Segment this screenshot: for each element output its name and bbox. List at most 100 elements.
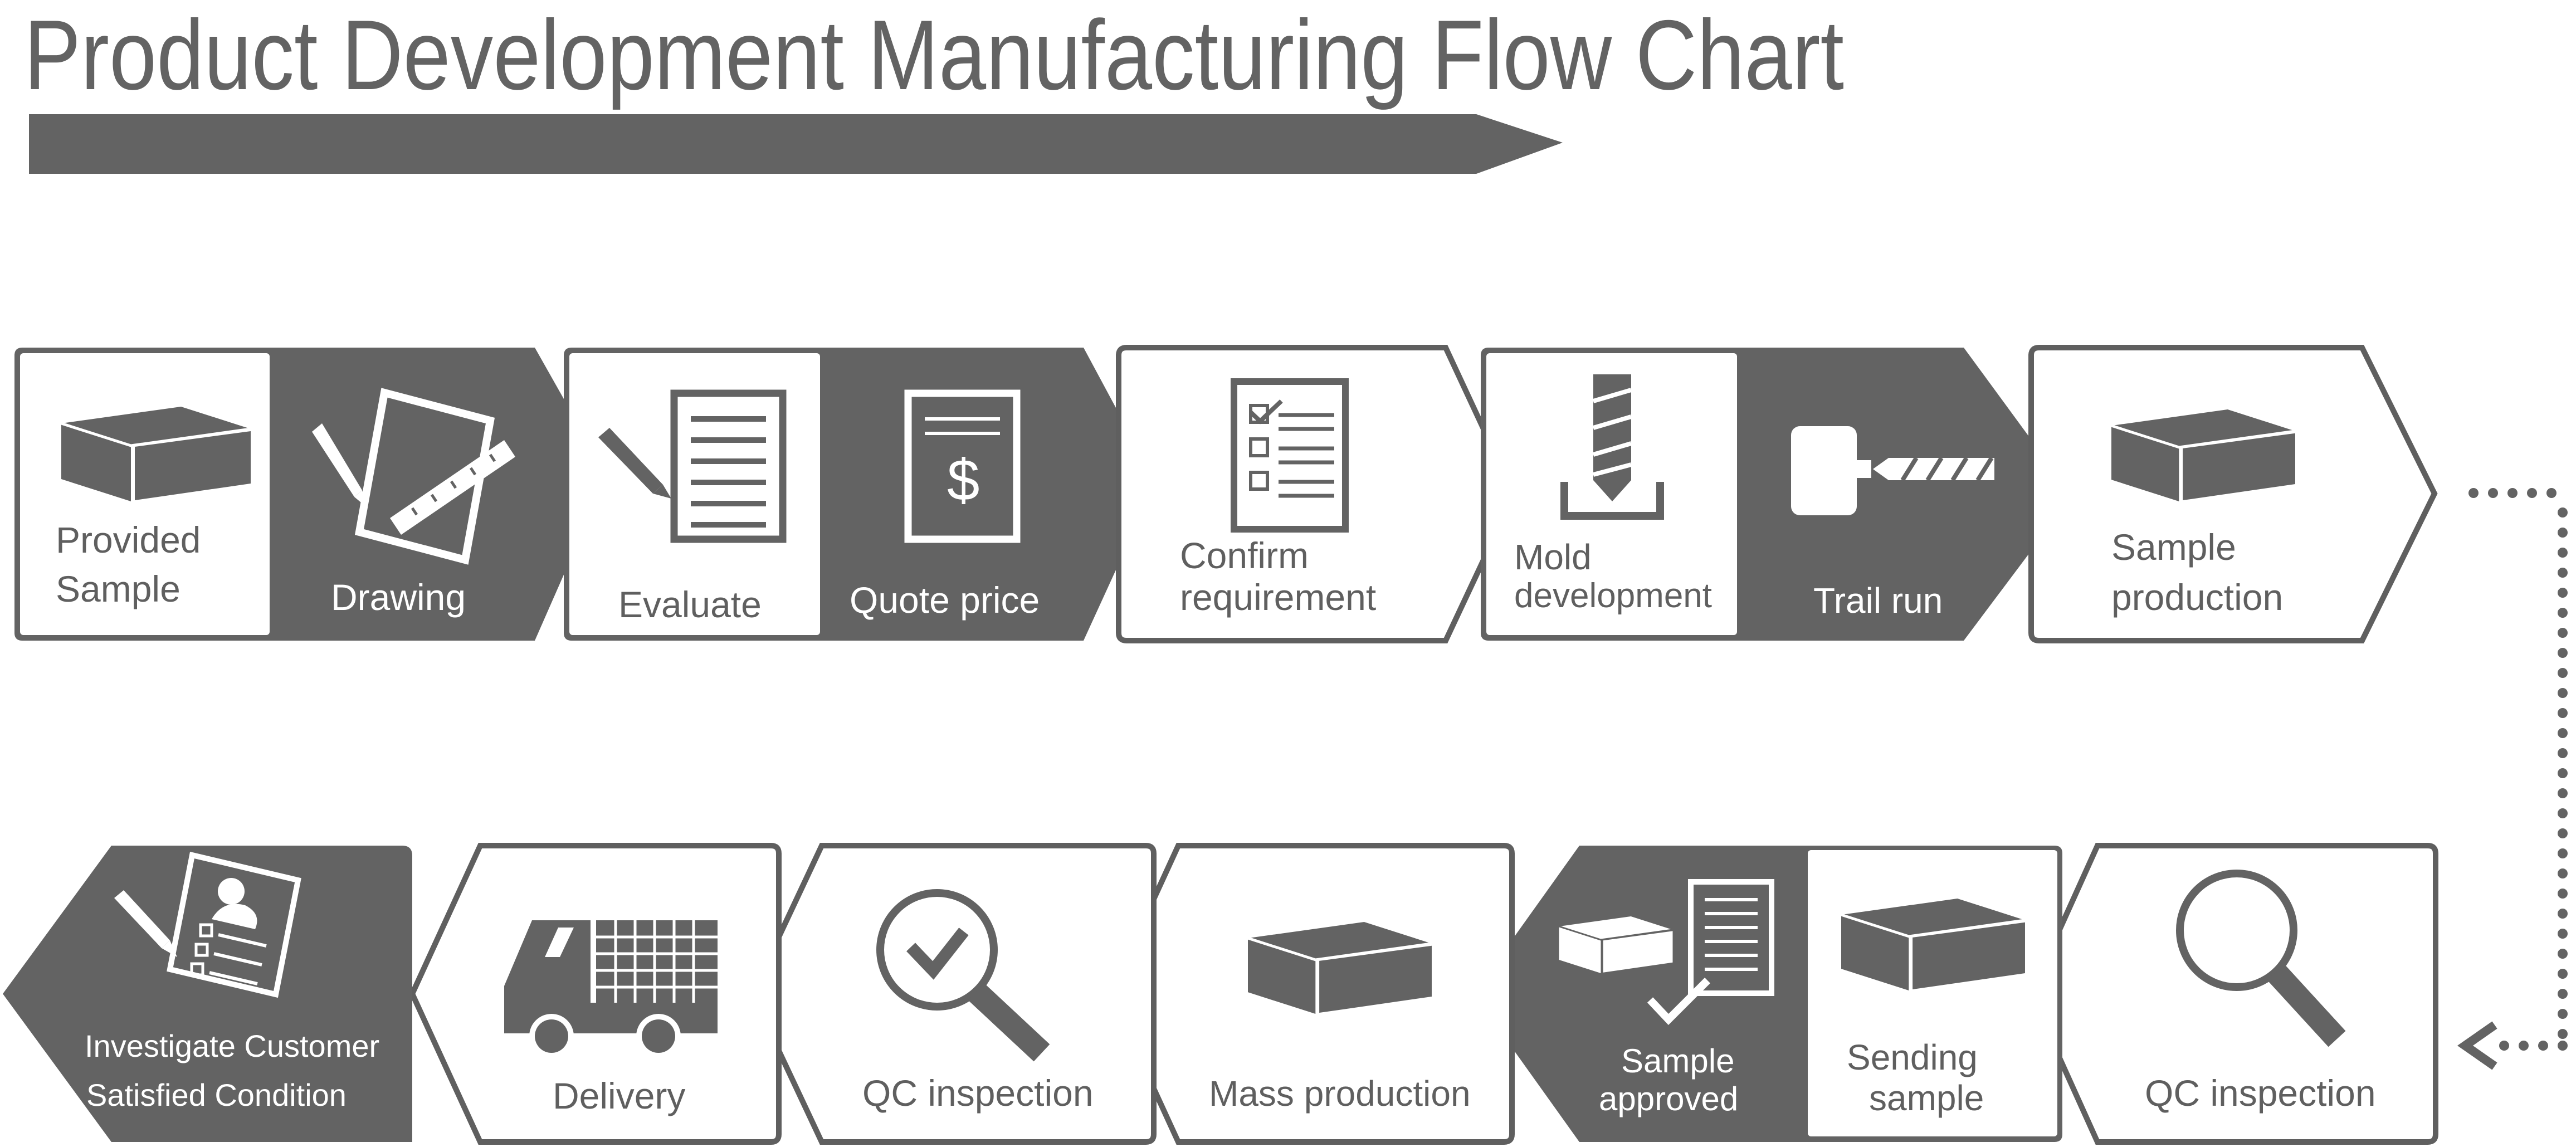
cell-label: development [1514, 577, 1712, 615]
connector-dot [2488, 488, 2498, 498]
connector-dot [2527, 488, 2537, 498]
connector-dot [2558, 548, 2568, 558]
cell-label: Confirm [1180, 535, 1309, 576]
connector-dot [2558, 989, 2568, 999]
drawing-ruler-icon [312, 388, 515, 565]
cell-qc-inspection: QC inspection [2145, 870, 2376, 1114]
cell-label: QC inspection [862, 1072, 1094, 1114]
cell-mold-development: Mold development [1514, 374, 1712, 615]
row2-block-sample-approved: Sample approved Sending sample [1474, 846, 2062, 1142]
box-icon [2111, 409, 2295, 501]
row2-block-qc-inspection-1: QC inspection [2027, 843, 2438, 1145]
truck-icon [504, 920, 718, 1058]
screw-mold-icon [1560, 374, 1664, 520]
cell-label: Trail run [1813, 580, 1943, 621]
connector-dot [2558, 568, 2568, 578]
connector-dot [2558, 889, 2568, 899]
page-title: Product Development Manufacturing Flow C… [24, 0, 1844, 110]
cell-label: approved [1599, 1080, 1738, 1117]
connector-dot [2558, 608, 2568, 618]
checklist-icon [1231, 378, 1349, 533]
cell-sample-production: Sample production [2111, 409, 2295, 618]
connector-dot [2558, 768, 2568, 778]
pencil-document-icon [598, 389, 787, 543]
row1-block-4: Mold development Trail run [1481, 348, 2072, 641]
cell-label: sample [1869, 1078, 1984, 1118]
box-icon [61, 407, 251, 501]
box-icon [1248, 922, 1432, 1014]
connector-dot [2558, 1029, 2568, 1039]
cell-quote-price: $ Quote price [850, 389, 1040, 621]
cell-evaluate: Evaluate [598, 389, 787, 625]
connector-dot [2558, 868, 2568, 878]
magnifier-icon [2176, 870, 2346, 1047]
row2-block-delivery: Delivery [409, 843, 782, 1145]
connector-dot [2558, 748, 2568, 758]
cell-sending-sample: Sending sample [1841, 899, 2025, 1118]
connector-dot [2558, 588, 2568, 598]
connector-dot [2558, 828, 2568, 838]
title-arrow [29, 114, 1563, 174]
connector-dot [2558, 929, 2568, 939]
connector-dot [2558, 788, 2568, 798]
cell-label: Sample [1621, 1042, 1734, 1080]
connector-dot [2558, 507, 2568, 518]
cell-label: Sample [2111, 526, 2236, 568]
connector-dot [2468, 488, 2479, 498]
cell-drawing: Drawing [312, 388, 515, 618]
dollar-sign: $ [947, 448, 979, 513]
connector-dot [2558, 808, 2568, 818]
connector-dot [2499, 1041, 2509, 1051]
connector-dot [2558, 728, 2568, 738]
connector-dot [2558, 648, 2568, 658]
dollar-document-icon: $ [904, 389, 1021, 543]
cell-mass-production: Mass production [1209, 922, 1471, 1114]
box-approved-document-icon [1559, 879, 1774, 1026]
connector-dot [2507, 488, 2518, 498]
cell-label: Quote price [850, 579, 1040, 621]
magnifier-check-icon [876, 889, 1050, 1062]
cell-delivery: Delivery [504, 920, 718, 1116]
cell-label: Evaluate [618, 584, 762, 625]
connector-dot [2558, 628, 2568, 638]
connector-dot [2558, 1041, 2568, 1051]
row1-block-3: Confirm requirement [1116, 345, 1518, 643]
cell-label: Sample [56, 568, 180, 609]
cell-label: QC inspection [2145, 1072, 2376, 1114]
row2-block-mass-production: Mass production [1107, 843, 1515, 1145]
cell-label: Satisfied Condition [86, 1077, 347, 1112]
row1-block-1: Provided Sample Drawing [14, 348, 607, 641]
cell-trail-run: Trail run [1791, 426, 1994, 621]
connector-dot [2558, 848, 2568, 858]
connector-dot [2558, 708, 2568, 718]
cell-label: Mold [1514, 537, 1592, 577]
cell-label: Delivery [553, 1075, 685, 1116]
cell-label: Investigate Customer [85, 1028, 379, 1063]
row2-block-qc-inspection-2: QC inspection [749, 843, 1157, 1145]
row1-block-2: Evaluate $ Quote price [564, 348, 1156, 641]
connector-dot [2519, 1041, 2529, 1051]
cell-label: Provided [56, 519, 201, 560]
cell-label: requirement [1180, 577, 1376, 618]
cell-label: Sending [1847, 1037, 1978, 1077]
survey-form-icon [114, 851, 301, 998]
connector-dot [2558, 949, 2568, 959]
row1-block-5: Sample production [2028, 345, 2438, 643]
cell-label: Drawing [331, 577, 466, 618]
cell-investigate-customer: Investigate Customer Satisfied Condition [85, 851, 379, 1112]
cell-provided-sample: Provided Sample [56, 407, 251, 609]
connector-dot [2558, 688, 2568, 698]
connector-dot [2558, 528, 2568, 538]
box-icon [1841, 899, 2025, 990]
connector-dot [2558, 1009, 2568, 1019]
cell-label: production [2111, 577, 2283, 618]
row2-block-investigate: Investigate Customer Satisfied Condition [3, 846, 412, 1142]
connector-arrowhead [2457, 1021, 2497, 1070]
trial-screw-icon [1791, 426, 1994, 515]
cell-sample-approved: Sample approved [1559, 879, 1774, 1117]
cell-qc-inspection-check: QC inspection [862, 889, 1094, 1114]
connector-dot [2558, 909, 2568, 919]
connector-dot [2538, 1041, 2548, 1051]
cell-label: Mass production [1209, 1073, 1471, 1114]
